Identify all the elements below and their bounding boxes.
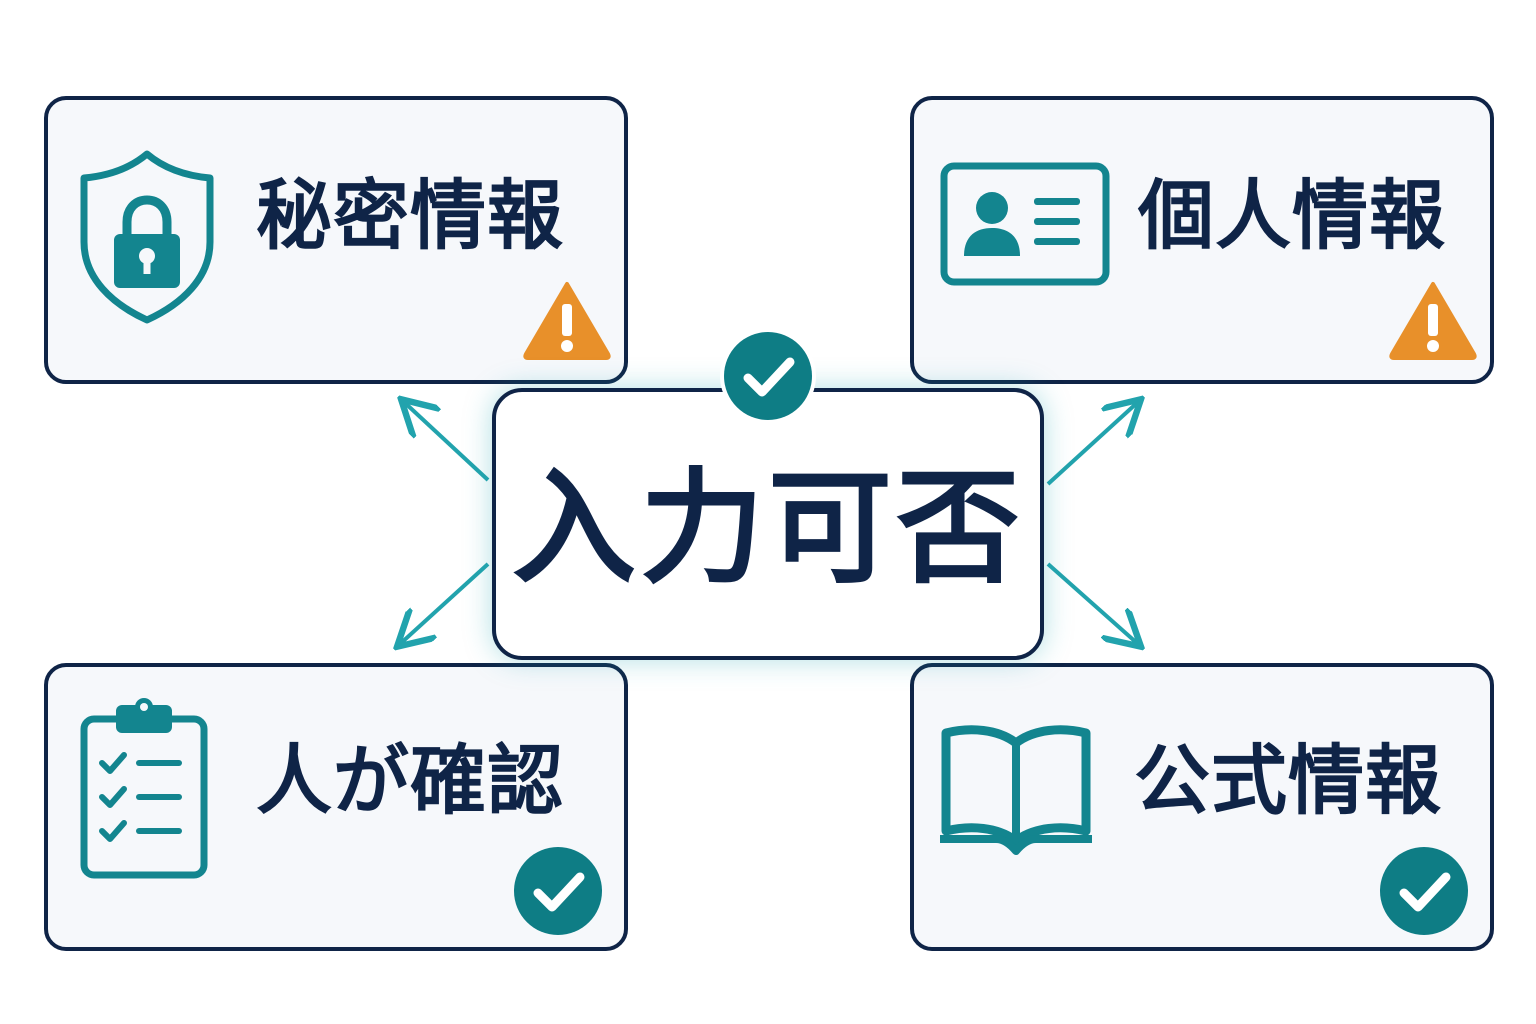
arrow-to-top-left	[404, 402, 490, 482]
card-secret-info: 秘密情報	[44, 96, 628, 384]
center-decision-box: 入力可否	[492, 388, 1044, 660]
card-label: 秘密情報	[256, 171, 564, 260]
check-circle-icon	[512, 845, 604, 941]
checklist-clipboard-icon	[78, 697, 210, 885]
card-label: 公式情報	[1134, 736, 1442, 825]
arrow-to-bottom-right	[1046, 562, 1138, 644]
center-title: 入力可否	[511, 457, 1024, 601]
card-label: 人が確認	[256, 736, 564, 825]
arrow-to-top-right	[1046, 402, 1138, 486]
card-label: 個人情報	[1138, 171, 1446, 260]
warning-icon	[1388, 280, 1478, 364]
card-official-info: 公式情報	[910, 663, 1494, 951]
check-circle-icon	[1378, 845, 1470, 941]
check-circle-icon	[718, 326, 818, 430]
id-card-icon	[940, 162, 1110, 290]
card-human-check: 人が確認	[44, 663, 628, 951]
warning-icon	[522, 280, 612, 364]
arrow-to-bottom-left	[400, 562, 490, 644]
shield-lock-icon	[78, 148, 216, 330]
open-book-icon	[936, 721, 1096, 861]
card-personal-info: 個人情報	[910, 96, 1494, 384]
